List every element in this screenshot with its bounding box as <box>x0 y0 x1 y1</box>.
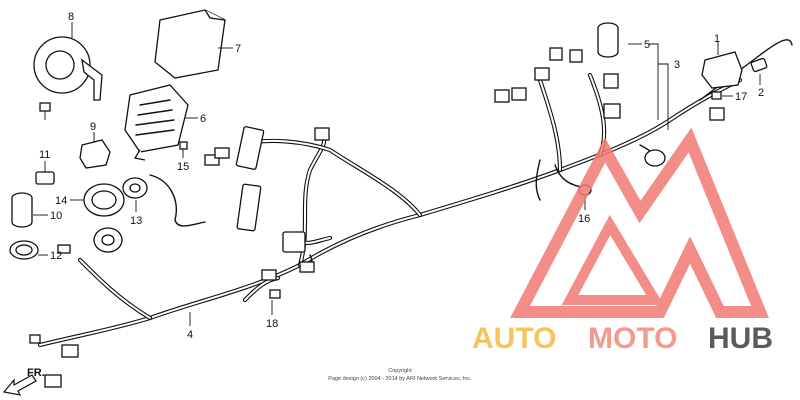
callout-7: 7 <box>235 43 241 55</box>
bulb-socket <box>93 227 123 253</box>
ignition-coil <box>701 42 743 89</box>
copyright-line-1: Copyright <box>388 368 412 374</box>
watermark-logo <box>510 127 769 318</box>
callout-17: 17 <box>735 91 747 103</box>
control-unit <box>154 9 233 79</box>
callout-4: 4 <box>187 329 193 341</box>
regulator-rectifier <box>124 84 198 161</box>
callout-15: 15 <box>177 161 189 173</box>
callout-10: 10 <box>50 210 62 222</box>
sub-harness-18 <box>242 269 281 315</box>
rubber-mount <box>35 161 55 185</box>
callout-6: 6 <box>200 113 206 125</box>
watermark-wordmark: AUTO MOTO HUB <box>472 322 773 355</box>
callout-16: 16 <box>578 213 590 225</box>
callout-3: 3 <box>674 59 680 71</box>
callout-13: 13 <box>130 215 142 227</box>
connector-cluster-bottom-left <box>29 244 79 388</box>
brand-part-moto: MOTO <box>588 322 677 355</box>
callout-1: 1 <box>714 33 720 45</box>
callout-numbers: 1 2 3 4 5 6 7 8 9 10 11 12 13 14 15 16 1… <box>39 11 764 341</box>
front-direction-arrow: FR. <box>2 367 45 396</box>
bracket-3-5 <box>648 43 669 130</box>
callout-2: 2 <box>758 87 764 99</box>
rubber-cap <box>597 22 642 58</box>
callout-14: 14 <box>55 195 67 207</box>
screw-15 <box>179 141 188 158</box>
callout-18: 18 <box>266 318 278 330</box>
callout-8: 8 <box>68 11 74 23</box>
clamp-band <box>9 240 48 260</box>
spark-plug-cap <box>750 57 768 85</box>
callout-12: 12 <box>50 250 62 262</box>
direction-label: FR. <box>27 367 45 379</box>
sensor <box>644 149 666 167</box>
horn <box>33 22 103 101</box>
connector-cluster-top-right <box>494 47 725 121</box>
main-wire-harness <box>37 39 793 348</box>
arrow-icon <box>2 374 37 396</box>
bolt-19 <box>39 102 51 120</box>
switch-13 <box>122 177 148 212</box>
triangle-logo-icon <box>510 127 769 318</box>
connector-lower-center <box>282 231 315 273</box>
callout-9: 9 <box>90 121 96 133</box>
socket-ring <box>70 183 125 217</box>
callout-5: 5 <box>644 39 650 51</box>
callout-11: 11 <box>39 149 50 161</box>
connector-cluster-left <box>204 126 265 232</box>
brand-part-auto: AUTO <box>472 322 556 355</box>
copyright-line-2: Page design (c) 2004 - 2014 by ARI Netwo… <box>328 376 472 382</box>
bolt-17 <box>711 91 733 100</box>
relay <box>79 132 111 169</box>
triangle-logo-inner-icon <box>561 214 664 305</box>
condenser <box>11 192 48 228</box>
brand-part-hub: HUB <box>708 322 773 355</box>
connector-top-center <box>314 127 330 141</box>
